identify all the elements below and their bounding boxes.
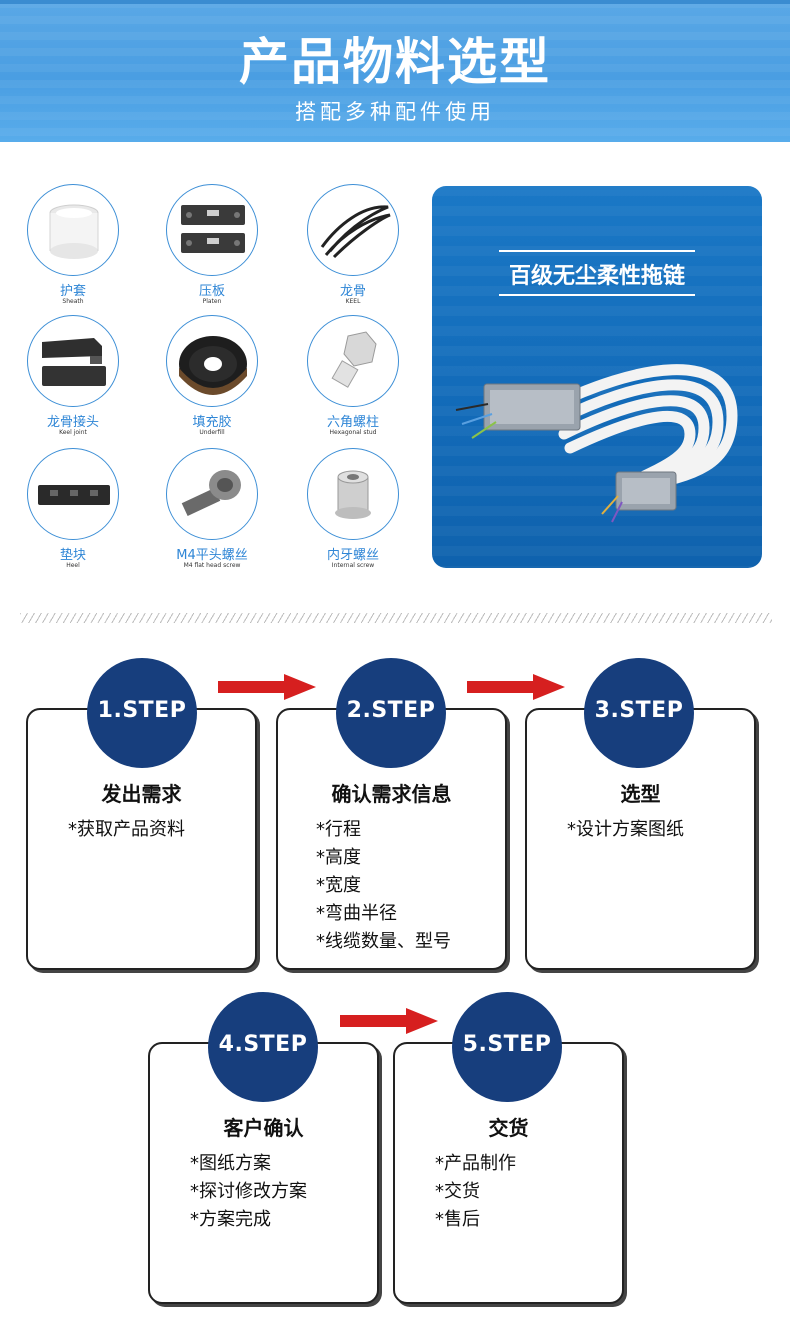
step-title: 确认需求信息 [331, 782, 452, 806]
step-badge-3: 3.STEP [584, 658, 694, 768]
step-title: 客户确认 [223, 1116, 304, 1140]
step-card-3: 选型 *设计方案图纸 [525, 708, 756, 970]
part-sheath: 护套 Sheath [8, 184, 138, 314]
step-title: 交货 [488, 1116, 529, 1140]
step-item: *产品制作 [435, 1153, 516, 1174]
part-name: 填充胶 [192, 415, 232, 430]
part-name: 龙骨接头 [46, 415, 99, 430]
step-arrow-icon [218, 674, 316, 700]
step-items: *获取产品资料 [68, 816, 185, 844]
banner-top-line [0, 0, 790, 4]
step-label: 2.STEP [346, 698, 436, 723]
step-arrow-icon [467, 674, 565, 700]
step-item: *宽度 [316, 875, 361, 896]
step-title: 发出需求 [101, 782, 182, 806]
part-name: 垫块 [59, 548, 86, 563]
part-name-en: Platen [202, 298, 222, 305]
step-item: *高度 [316, 847, 361, 868]
part-name-en: Keel joint [59, 429, 87, 436]
heel-icon [27, 448, 119, 540]
step-label: 3.STEP [594, 698, 684, 723]
page-subtitle: 搭配多种配件使用 [295, 100, 495, 124]
step-item: *行程 [316, 819, 361, 840]
keel-joint-icon [27, 315, 119, 407]
part-hexagonal-stud: 六角螺柱 Hexagonal stud [288, 315, 418, 445]
part-name-en: Sheath [62, 298, 84, 305]
part-name-en: M4 flat head screw [183, 562, 241, 569]
step-label: 1.STEP [97, 698, 187, 723]
part-name: M4平头螺丝 [176, 548, 248, 563]
part-keel: 龙骨 KEEL [288, 184, 418, 314]
feature-card: 百级无尘柔性拖链 [432, 186, 762, 568]
feature-title-bottom-line [499, 294, 695, 296]
part-name: 压板 [198, 284, 225, 299]
hexagonal-stud-icon [307, 315, 399, 407]
feature-title-top-line [499, 250, 695, 252]
part-name: 六角螺柱 [326, 415, 379, 430]
part-heel: 垫块 Heel [8, 448, 138, 578]
part-name-en: Hexagonal stud [329, 429, 377, 436]
step-items: *行程 *高度 *宽度 *弯曲半径 *线缆数量、型号 [316, 816, 451, 956]
sheath-icon [27, 184, 119, 276]
step-items: *设计方案图纸 [567, 816, 684, 844]
step-item: *设计方案图纸 [567, 819, 684, 840]
step-item: *售后 [435, 1209, 480, 1230]
underfill-icon [166, 315, 258, 407]
step-badge-1: 1.STEP [87, 658, 197, 768]
part-flat-head-screw: M4平头螺丝 M4 flat head screw [147, 448, 277, 578]
step-item: *探讨修改方案 [190, 1181, 307, 1202]
part-keel-joint: 龙骨接头 Keel joint [8, 315, 138, 445]
step-title: 选型 [620, 782, 661, 806]
step-item: *方案完成 [190, 1209, 271, 1230]
step-item: *交货 [435, 1181, 480, 1202]
step-items: *图纸方案 *探讨修改方案 *方案完成 [190, 1150, 307, 1234]
part-name: 护套 [59, 284, 86, 299]
step-label: 5.STEP [462, 1032, 552, 1057]
part-name: 龙骨 [339, 284, 366, 299]
feature-title: 百级无尘柔性拖链 [508, 264, 685, 289]
part-internal-screw: 内牙螺丝 Internal screw [288, 448, 418, 578]
part-name-en: Heel [66, 562, 80, 569]
step-items: *产品制作 *交货 *售后 [435, 1150, 516, 1234]
drag-chain-image [455, 364, 738, 523]
step-badge-4: 4.STEP [208, 992, 318, 1102]
part-name-en: Underfill [199, 429, 225, 436]
internal-screw-icon [307, 448, 399, 540]
part-name-en: KEEL [345, 298, 361, 305]
banner-texture [0, 0, 790, 142]
step-badge-2: 2.STEP [336, 658, 446, 768]
step-label: 4.STEP [218, 1032, 308, 1057]
platen-icon [166, 184, 258, 276]
section-divider [20, 613, 772, 623]
step-item: *线缆数量、型号 [316, 931, 451, 952]
page-title: 产品物料选型 [239, 33, 551, 91]
part-name-en: Internal screw [331, 562, 375, 569]
step-arrow-icon [340, 1008, 438, 1034]
step-badge-5: 5.STEP [452, 992, 562, 1102]
part-underfill: 填充胶 Underfill [147, 315, 277, 445]
flat-head-screw-icon [166, 448, 258, 540]
step-item: *弯曲半径 [316, 903, 397, 924]
header-banner: 产品物料选型 搭配多种配件使用 [0, 0, 790, 142]
part-platen: 压板 Platen [147, 184, 277, 314]
part-name: 内牙螺丝 [326, 548, 379, 563]
keel-icon [307, 184, 399, 276]
step-item: *获取产品资料 [68, 819, 185, 840]
step-item: *图纸方案 [190, 1153, 271, 1174]
